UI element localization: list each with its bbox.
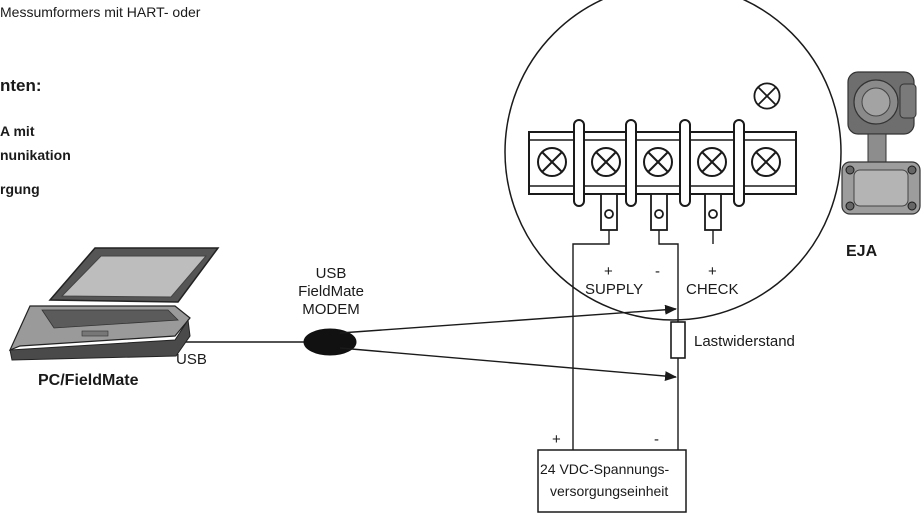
screw-icon [537, 147, 567, 177]
ground-screw-icon [753, 82, 781, 110]
terminal-lug-supply-plus [600, 193, 618, 231]
housing-circle [504, 0, 842, 321]
terminal-sign: + [708, 263, 717, 280]
terminal-name-supply: SUPPLY [585, 281, 643, 298]
screw-icon [751, 147, 781, 177]
list-item: rgung [0, 181, 40, 197]
screw-icon [697, 147, 727, 177]
usb-cable-label: USB [176, 351, 207, 368]
power-supply-box [537, 449, 687, 513]
terminal-sign: - [655, 263, 660, 280]
psu-label: versorgungseinheit [550, 483, 668, 499]
psu-label: 24 VDC-Spannungs- [540, 461, 670, 477]
pc-label: PC/FieldMate [38, 372, 139, 389]
terminal-name-check: CHECK [686, 281, 739, 298]
modem-label: MODEM [302, 301, 360, 318]
list-item: A mit [0, 123, 35, 139]
hart-connection-arrow [339, 304, 677, 334]
psu-minus: - [654, 431, 659, 448]
screw-icon [591, 147, 621, 177]
screw-icon [643, 147, 673, 177]
intro-text: Messumformers mit HART- oder [0, 4, 201, 20]
terminal-lug-check-plus [704, 193, 722, 231]
modem-label: USB [316, 265, 347, 282]
section-heading: nten: [0, 76, 42, 95]
list-item: nunikation [0, 147, 71, 163]
psu-plus: + [552, 431, 561, 448]
eja-transmitter-icon [841, 71, 921, 215]
hart-connection-arrow [339, 347, 677, 382]
terminal-lug-supply-minus [650, 193, 668, 231]
load-resistor [670, 321, 686, 359]
resistor-label: Lastwiderstand [694, 333, 795, 350]
wiring [572, 230, 714, 450]
modem-label: FieldMate [298, 283, 364, 300]
device-label: EJA [846, 243, 878, 260]
laptop-icon [8, 247, 220, 361]
terminal-sign: + [604, 263, 613, 280]
